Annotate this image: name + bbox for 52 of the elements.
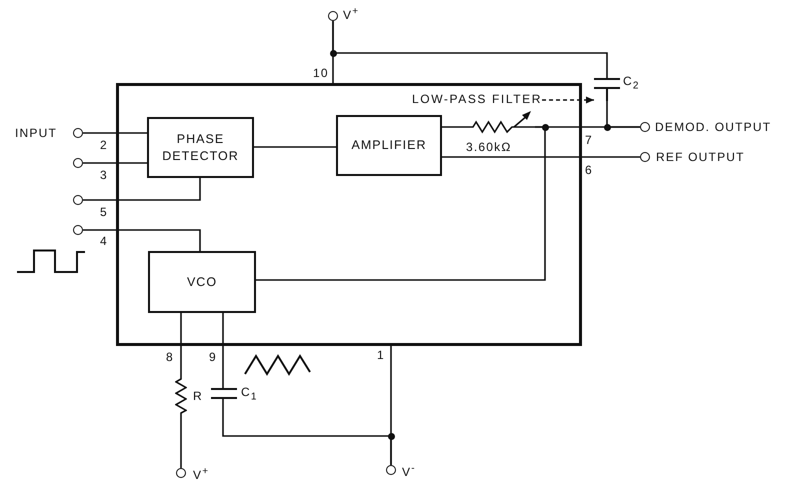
terminal-circle — [73, 158, 83, 168]
wire — [442, 156, 640, 158]
capacitor-symbol — [594, 78, 620, 101]
terminal-circle — [386, 465, 396, 475]
wire — [83, 229, 201, 251]
resistor-symbol — [175, 377, 187, 415]
terminal-label: V$^{-}$ — [402, 462, 416, 479]
pin-number: 2 — [100, 138, 108, 152]
terminal-circle — [73, 225, 83, 235]
wire — [83, 162, 147, 164]
variable-resistor-symbol — [470, 110, 535, 136]
terminal-label: V$^{+}$ — [193, 465, 210, 482]
terminal-label: INPUT — [15, 126, 57, 140]
terminal-circle — [73, 128, 83, 138]
wire — [222, 313, 224, 388]
wire — [83, 132, 147, 134]
terminal-circle — [640, 122, 650, 132]
pin-number: 4 — [100, 234, 108, 248]
terminal-circle — [640, 152, 650, 162]
wire — [180, 313, 182, 377]
pin-number: 7 — [585, 133, 593, 147]
wire — [442, 126, 470, 128]
capacitor-symbol — [211, 388, 237, 399]
wire — [390, 346, 392, 465]
terminal-circle — [73, 195, 83, 205]
terminal-circle — [176, 468, 186, 478]
arrow — [542, 96, 594, 104]
component-label: C$_{2}$ — [623, 74, 640, 94]
pin-number: 6 — [585, 163, 593, 177]
component-label: R — [193, 389, 203, 403]
function-block: AMPLIFIER — [336, 115, 442, 176]
pin-number: 1 — [377, 348, 385, 362]
pin-number: 10 — [313, 66, 329, 80]
wire — [180, 415, 182, 468]
wire — [83, 178, 201, 201]
filter-label: LOW-PASS FILTER — [412, 92, 542, 107]
wire — [254, 146, 336, 148]
wire — [256, 126, 546, 281]
terminal-label: DEMOD. OUTPUT — [655, 120, 772, 134]
terminal-label: REF OUTPUT — [656, 150, 745, 164]
pin-number: 3 — [100, 168, 108, 182]
component-label: 3.60kΩ — [466, 140, 512, 154]
terminal-label: V$^{+}$ — [343, 5, 360, 22]
pin-number: 5 — [100, 205, 108, 219]
wire — [332, 21, 608, 78]
function-block: PHASE DETECTOR — [147, 117, 254, 178]
terminal-circle — [328, 11, 338, 21]
ic-outline — [116, 83, 582, 346]
pin-number: 8 — [166, 350, 174, 364]
pin-number: 9 — [209, 350, 217, 364]
function-block: VCO — [148, 251, 256, 313]
component-label: C$_{1}$ — [241, 385, 258, 404]
